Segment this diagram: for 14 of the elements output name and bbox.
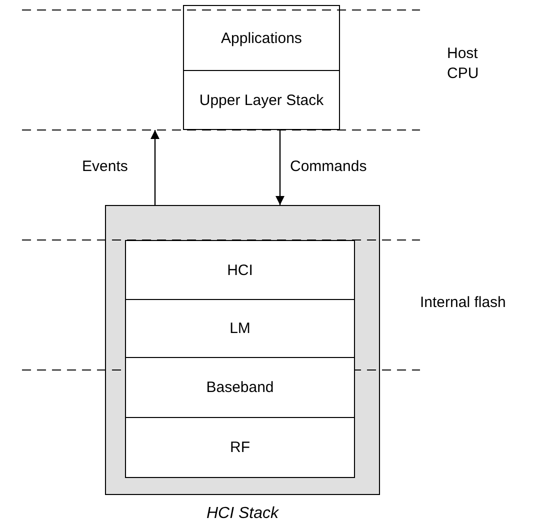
layer-box: RF: [125, 417, 355, 478]
side-label: Host CPU: [447, 44, 480, 84]
side-label: Internal flash: [420, 293, 507, 313]
arrow: [150, 130, 160, 205]
layer-box: HCI: [125, 240, 355, 300]
chip-box: [105, 205, 380, 495]
caption: HCI Stack: [205, 505, 280, 523]
layer-box: Baseband: [125, 357, 355, 418]
layer-box: Applications: [183, 5, 340, 71]
layer-box: Upper Layer Stack: [183, 70, 340, 130]
edge-label: Commands: [290, 158, 367, 175]
arrow: [276, 130, 284, 205]
layer-box: LM: [125, 299, 355, 358]
edge-label: Events: [82, 158, 128, 175]
